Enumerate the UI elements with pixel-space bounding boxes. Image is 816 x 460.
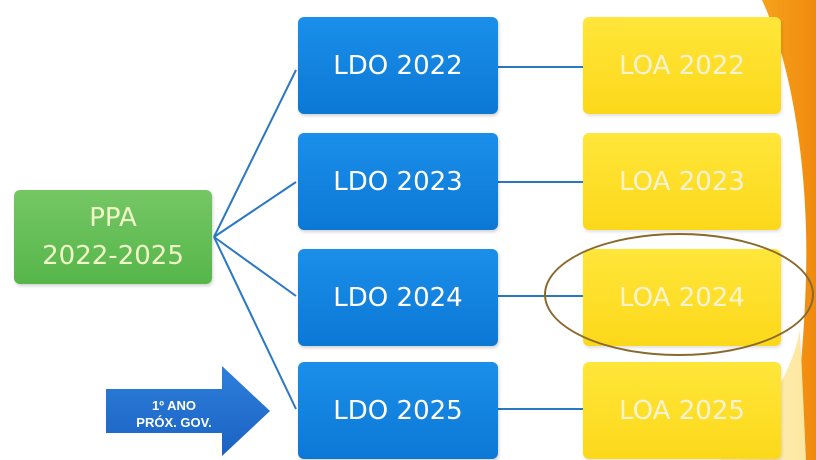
ldo-label: LDO 2023 bbox=[333, 166, 463, 197]
note-line-1: 1º ANO bbox=[152, 398, 196, 413]
loa-label: LOA 2025 bbox=[619, 395, 745, 426]
note-line-2: PRÓX. GOV. bbox=[136, 415, 212, 430]
loa-box-2023: LOA 2023 bbox=[583, 133, 781, 230]
ldo-box-2023: LDO 2023 bbox=[298, 133, 498, 230]
ldo-box-2024: LDO 2024 bbox=[298, 249, 498, 346]
ldo-label: LDO 2025 bbox=[333, 395, 463, 426]
orange-swoosh bbox=[762, 0, 816, 460]
loa-box-2025: LOA 2025 bbox=[583, 362, 781, 459]
connector-ppa-ldo-2025 bbox=[213, 236, 297, 410]
connector-ppa-ldo-2022 bbox=[213, 69, 297, 238]
ppa-label: PPA bbox=[89, 203, 137, 233]
ppa-period-label: 2022-2025 bbox=[42, 241, 184, 271]
ldo-box-2025: LDO 2025 bbox=[298, 362, 498, 459]
connector-ppa-ldo-2023 bbox=[213, 181, 297, 238]
ppa-box: PPA 2022-2025 bbox=[14, 190, 212, 284]
next-government-note: 1º ANO PRÓX. GOV. bbox=[104, 397, 244, 431]
loa-label: LOA 2022 bbox=[619, 50, 745, 81]
pale-swoosh bbox=[720, 330, 806, 460]
ldo-box-2022: LDO 2022 bbox=[298, 17, 498, 114]
highlight-ellipse bbox=[544, 233, 814, 356]
ldo-label: LDO 2024 bbox=[333, 282, 463, 313]
loa-box-2022: LOA 2022 bbox=[583, 17, 781, 114]
connector-ppa-ldo-2024 bbox=[213, 236, 297, 297]
loa-label: LOA 2023 bbox=[619, 166, 745, 197]
ldo-label: LDO 2022 bbox=[333, 50, 463, 81]
